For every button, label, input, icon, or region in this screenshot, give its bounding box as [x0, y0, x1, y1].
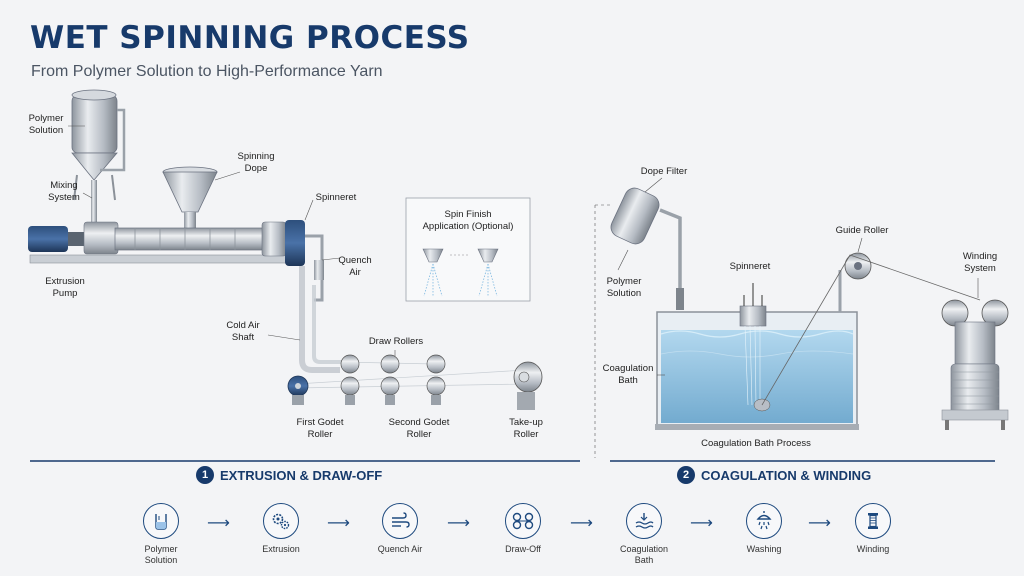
- label-dope-filter: Dope Filter: [640, 166, 688, 177]
- extrusion-motor: [28, 221, 119, 255]
- step-washing: Washing: [724, 503, 804, 555]
- section-title: EXTRUSION & DRAW-OFF: [220, 467, 383, 483]
- arrow-icon: ⟶: [207, 515, 230, 532]
- draw-rollers: [340, 354, 446, 405]
- label-mixing-system: Mixing System: [48, 180, 80, 203]
- label-winding-system: Winding System: [962, 251, 998, 274]
- label-take-up-roller: Take-up Roller: [509, 417, 543, 440]
- arrow-icon: ⟶: [447, 515, 470, 532]
- label-coagulation-bath: Coagulation Bath: [602, 363, 654, 386]
- spinneret-head: [285, 220, 305, 266]
- step-label: Quench Air: [377, 544, 423, 554]
- label-first-godet: First Godet Roller: [296, 417, 344, 440]
- section-extrusion-header: 1 EXTRUSION & DRAW-OFF: [196, 466, 382, 484]
- label-second-godet: Second Godet Roller: [388, 417, 450, 440]
- step-polymer-solution: Polymer Solution: [121, 503, 201, 566]
- extruder-barrel: [114, 227, 266, 251]
- spinning-dope-hopper: [162, 166, 218, 228]
- section-number: 2: [677, 466, 695, 484]
- step-label: Winding: [856, 544, 890, 554]
- step-quench-air: Quench Air: [360, 503, 440, 555]
- label-polymer-solution-right: Polymer Solution: [606, 276, 642, 299]
- coagulation-bath-tank: [655, 311, 859, 430]
- label-quench-air: Quench Air: [338, 255, 372, 278]
- bath-icon: [626, 503, 662, 539]
- step-coagulation-bath: Coagulation Bath: [604, 503, 684, 566]
- step-label: Coagulation Bath: [619, 544, 669, 565]
- arrow-icon: ⟶: [327, 515, 350, 532]
- arrow-icon: ⟶: [570, 515, 593, 532]
- step-winding: Winding: [833, 503, 913, 555]
- section-coagulation-header: 2 COAGULATION & WINDING: [677, 466, 871, 484]
- winding-system: [941, 299, 1009, 430]
- label-cold-air-shaft: Cold Air Shaft: [226, 320, 260, 343]
- step-label: Draw-Off: [505, 544, 541, 554]
- label-guide-roller: Guide Roller: [835, 225, 889, 236]
- wind-icon: [382, 503, 418, 539]
- label-spin-finish: Spin Finish Application (Optional): [422, 209, 514, 232]
- step-label: Extrusion: [262, 544, 300, 554]
- label-polymer-solution: Polymer Solution: [28, 113, 64, 136]
- step-draw-off: Draw-Off: [483, 503, 563, 555]
- rollers-icon: [505, 503, 541, 539]
- label-spinneret-right: Spinneret: [729, 261, 771, 272]
- section-title: COAGULATION & WINDING: [701, 467, 872, 483]
- spool-icon: [855, 503, 891, 539]
- step-label: Polymer Solution: [144, 544, 178, 565]
- arrow-icon: ⟶: [808, 515, 831, 532]
- label-spinning-dope: Spinning Dope: [237, 151, 275, 174]
- label-draw-rollers: Draw Rollers: [368, 336, 424, 347]
- gears-icon: [263, 503, 299, 539]
- step-extrusion: Extrusion: [241, 503, 321, 555]
- section-number: 1: [196, 466, 214, 484]
- bath-spinneret: [739, 305, 767, 327]
- page-title: WET SPINNING PROCESS: [30, 20, 470, 56]
- beaker-icon: [143, 503, 179, 539]
- polymer-solution-tank: [71, 89, 126, 225]
- label-spinneret-left: Spinneret: [315, 192, 357, 203]
- take-up-roller: [513, 361, 543, 410]
- spin-finish-box: [405, 197, 531, 302]
- arrow-icon: ⟶: [690, 515, 713, 532]
- step-label: Washing: [746, 544, 782, 554]
- dope-filter: [610, 187, 684, 310]
- label-extrusion-pump: Extrusion Pump: [45, 276, 85, 299]
- label-bath-process: Coagulation Bath Process: [701, 438, 811, 449]
- page-subtitle: From Polymer Solution to High-Performanc…: [31, 63, 383, 80]
- shower-icon: [746, 503, 782, 539]
